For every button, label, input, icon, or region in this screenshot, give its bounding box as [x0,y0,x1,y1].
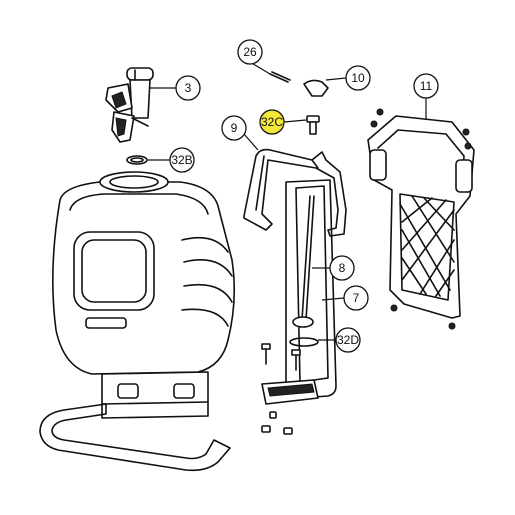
part-32b-o-ring[interactable] [126,155,148,165]
callout-11-label: 11 [420,79,433,93]
part-32d-o-ring[interactable] [289,337,319,347]
callout-3-label: 3 [185,81,192,95]
callout-10: 10 [345,65,371,91]
callout-9-circle [221,115,247,141]
callout-7-label: 7 [353,291,360,305]
callout-8-label: 8 [339,261,346,275]
callout-8-circle [329,255,355,281]
callout-11-circle [413,73,439,99]
callout-32d-circle [335,327,361,353]
callout-26-circle [237,39,263,65]
callout-26-label: 26 [243,45,257,59]
callout-7-circle [343,285,369,311]
callout-7: 7 [343,285,369,311]
callout-26: 26 [237,39,263,65]
part-9-handle[interactable] [243,148,347,237]
callout-9: 9 [221,115,247,141]
part-11-back-plate[interactable] [367,108,475,330]
callout-9-label: 9 [231,121,238,135]
callout-11: 11 [413,73,439,99]
callout-32b-circle [169,147,195,173]
callout-32d: 32D [335,327,361,353]
part-10-clip[interactable] [303,79,329,97]
part-3-pump-assembly[interactable] [105,67,154,143]
callout-3-circle [175,75,201,101]
callout-32c-circle [259,109,285,135]
base-frame[interactable] [39,403,231,472]
callout-3: 3 [175,75,201,101]
callout-8: 8 [329,255,355,281]
part-8-rod[interactable] [292,195,315,328]
part-7-chamber[interactable] [285,179,337,399]
callout-10-label: 10 [351,71,365,85]
foot-assembly[interactable] [261,343,319,435]
callout-32c-label: 32C [261,115,283,129]
sprayer-tank[interactable] [52,171,236,419]
part-26-pin[interactable] [269,71,291,83]
callout-32b-label: 32B [171,153,192,167]
part-32c-screw[interactable] [306,115,320,135]
callout-32c: 32C [259,109,285,135]
callout-10-circle [345,65,371,91]
callout-32b: 32B [169,147,195,173]
callout-32d-label: 32D [337,333,359,347]
